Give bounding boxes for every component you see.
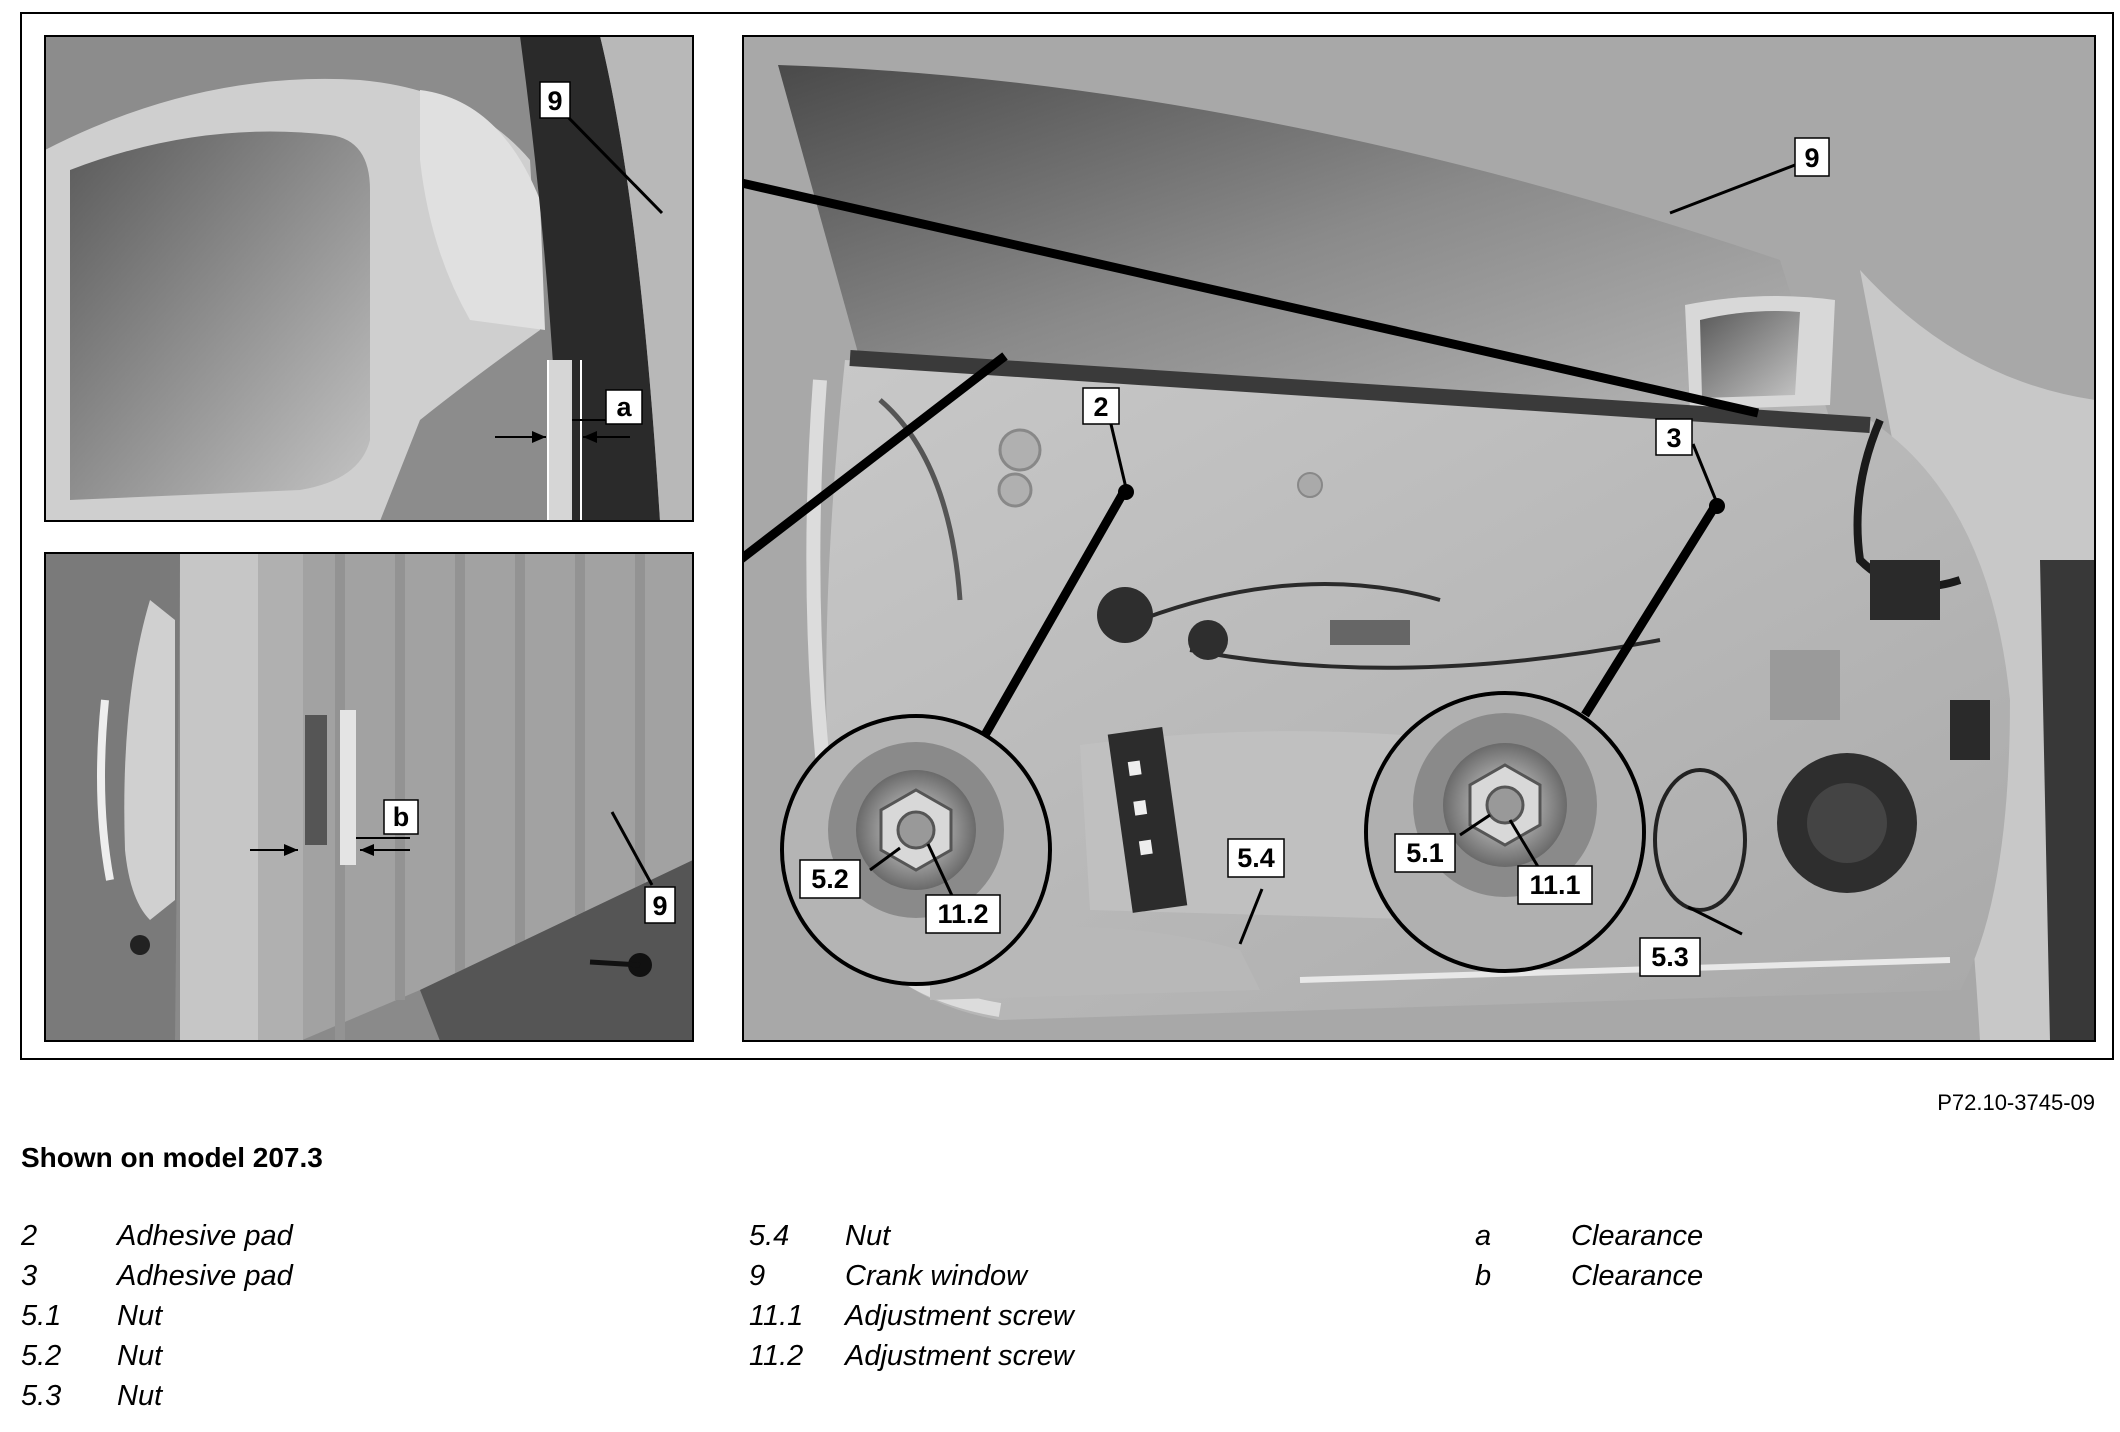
- legend-desc: Adjustment screw: [845, 1300, 1074, 1332]
- legend-desc: Clearance: [1571, 1220, 1704, 1252]
- legend-item: 11.1 Adjustment screw: [749, 1300, 1074, 1340]
- legend-key: 5.1: [21, 1300, 62, 1332]
- callout-clearance-b: b: [393, 802, 410, 832]
- figure-id: P72.10-3745-09: [1937, 1090, 2095, 1115]
- legend-item: a Clearance: [1475, 1220, 1703, 1260]
- legend-item: 9 Crank window: [749, 1260, 1074, 1300]
- legend-key: 9: [749, 1260, 766, 1292]
- legend-key: 5.4: [749, 1220, 790, 1252]
- callout-detail-5-2: 5.2: [811, 864, 849, 894]
- legend-item: 3 Adhesive pad: [21, 1260, 293, 1300]
- legend-desc: Nut: [117, 1300, 163, 1332]
- inset-bottom-door-edge: b 9: [44, 552, 694, 1042]
- legend-item: 2 Adhesive pad: [21, 1220, 293, 1260]
- legend-key: 11.1: [749, 1300, 804, 1332]
- legend-key: 2: [21, 1220, 38, 1252]
- detail-circle-left: 5.2 11.2: [780, 714, 1052, 986]
- legend-desc: Crank window: [845, 1260, 1028, 1292]
- legend-item: 5.4 Nut: [749, 1220, 1074, 1260]
- legend-desc: Clearance: [1571, 1260, 1704, 1292]
- legend-item: 5.3 Nut: [21, 1380, 293, 1420]
- detail-circle-right: 5.1 11.1: [1364, 691, 1646, 973]
- callout-detail-11-2: 11.2: [937, 899, 988, 929]
- legend-desc: Adhesive pad: [117, 1220, 293, 1252]
- legend-item: 5.2 Nut: [21, 1340, 293, 1380]
- callout-main-5-3: 5.3: [1651, 942, 1689, 972]
- callout-inset-bottom-9: 9: [652, 891, 667, 921]
- legend-item: b Clearance: [1475, 1260, 1703, 1300]
- window-glass: [778, 65, 1830, 420]
- legend-key: b: [1475, 1260, 1492, 1292]
- legend-desc: Nut: [117, 1340, 163, 1372]
- legend-key: 5.2: [21, 1340, 62, 1372]
- legend-desc: Adjustment screw: [845, 1340, 1074, 1372]
- legend-key: a: [1475, 1220, 1492, 1252]
- outer-frame: [20, 12, 2114, 1060]
- callout-main-3: 3: [1666, 423, 1681, 453]
- callout-detail-5-1: 5.1: [1406, 838, 1444, 868]
- callout-main-5-4: 5.4: [1237, 843, 1275, 873]
- legend-key: 3: [21, 1260, 38, 1292]
- mirror-glass: [70, 131, 370, 500]
- callout-detail-11-1: 11.1: [1529, 870, 1580, 900]
- callout-main-2: 2: [1093, 392, 1108, 422]
- door-window-adjustment-figure: 9 a: [20, 12, 2114, 1060]
- legend-item: 11.2 Adjustment screw: [749, 1340, 1074, 1380]
- legend-desc: Nut: [845, 1220, 891, 1252]
- callout-main-9: 9: [1804, 143, 1819, 173]
- legend-item: 5.1 Nut: [21, 1300, 293, 1340]
- legend-key: 11.2: [749, 1340, 804, 1372]
- callout-inset-top-9: 9: [547, 86, 562, 116]
- legend-desc: Adhesive pad: [117, 1260, 293, 1292]
- inset-top-mirror: 9 a: [44, 35, 694, 522]
- legend-key: 5.3: [21, 1380, 62, 1412]
- callout-clearance-a: a: [616, 392, 632, 422]
- legend-desc: Nut: [117, 1380, 163, 1412]
- figure-caption: Shown on model 207.3: [21, 1142, 323, 1173]
